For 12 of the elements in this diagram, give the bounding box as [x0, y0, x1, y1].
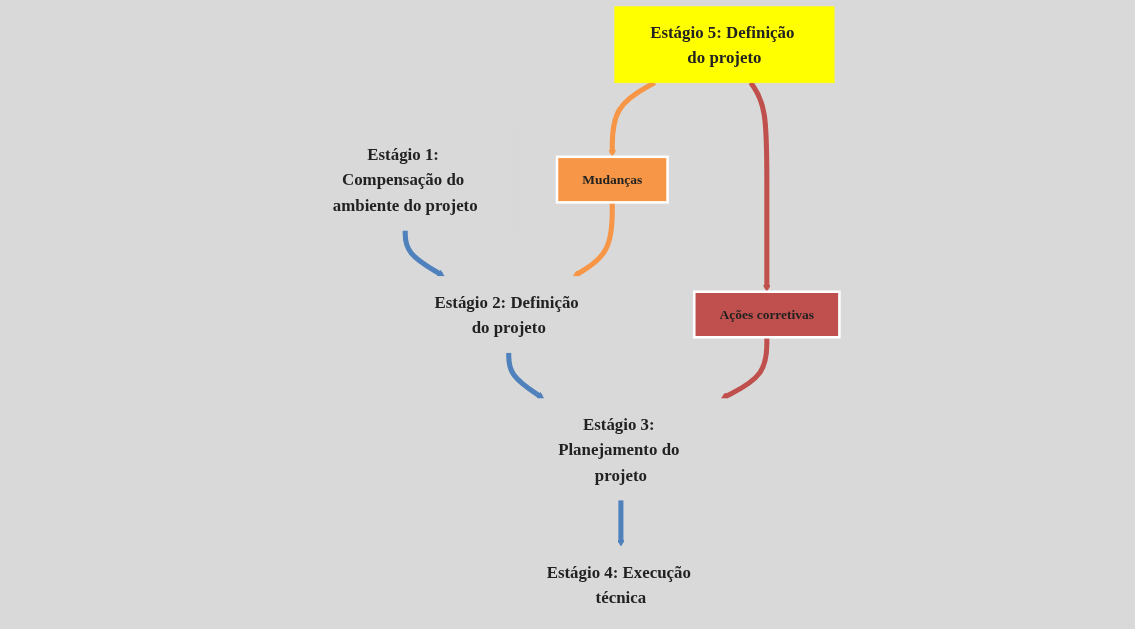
node-box: Estágio 5: Definição do projeto [614, 6, 835, 84]
arrow [617, 500, 625, 547]
node-text: Estágio 1: Compensação do ambiente do projeto [332, 145, 478, 215]
arrow [572, 202, 615, 278]
node-text: Estágio 3: Planejamento do projeto [558, 414, 680, 484]
node-text: Estágio 2: Definição do projeto [434, 292, 579, 337]
node-box: Ações corretivas [693, 290, 841, 339]
arrow [506, 352, 545, 400]
node-text: Estágio 4: Execução técnica [546, 562, 691, 607]
node-box: Mudanças [555, 155, 669, 204]
arrow [402, 230, 445, 278]
arrow [720, 337, 770, 400]
